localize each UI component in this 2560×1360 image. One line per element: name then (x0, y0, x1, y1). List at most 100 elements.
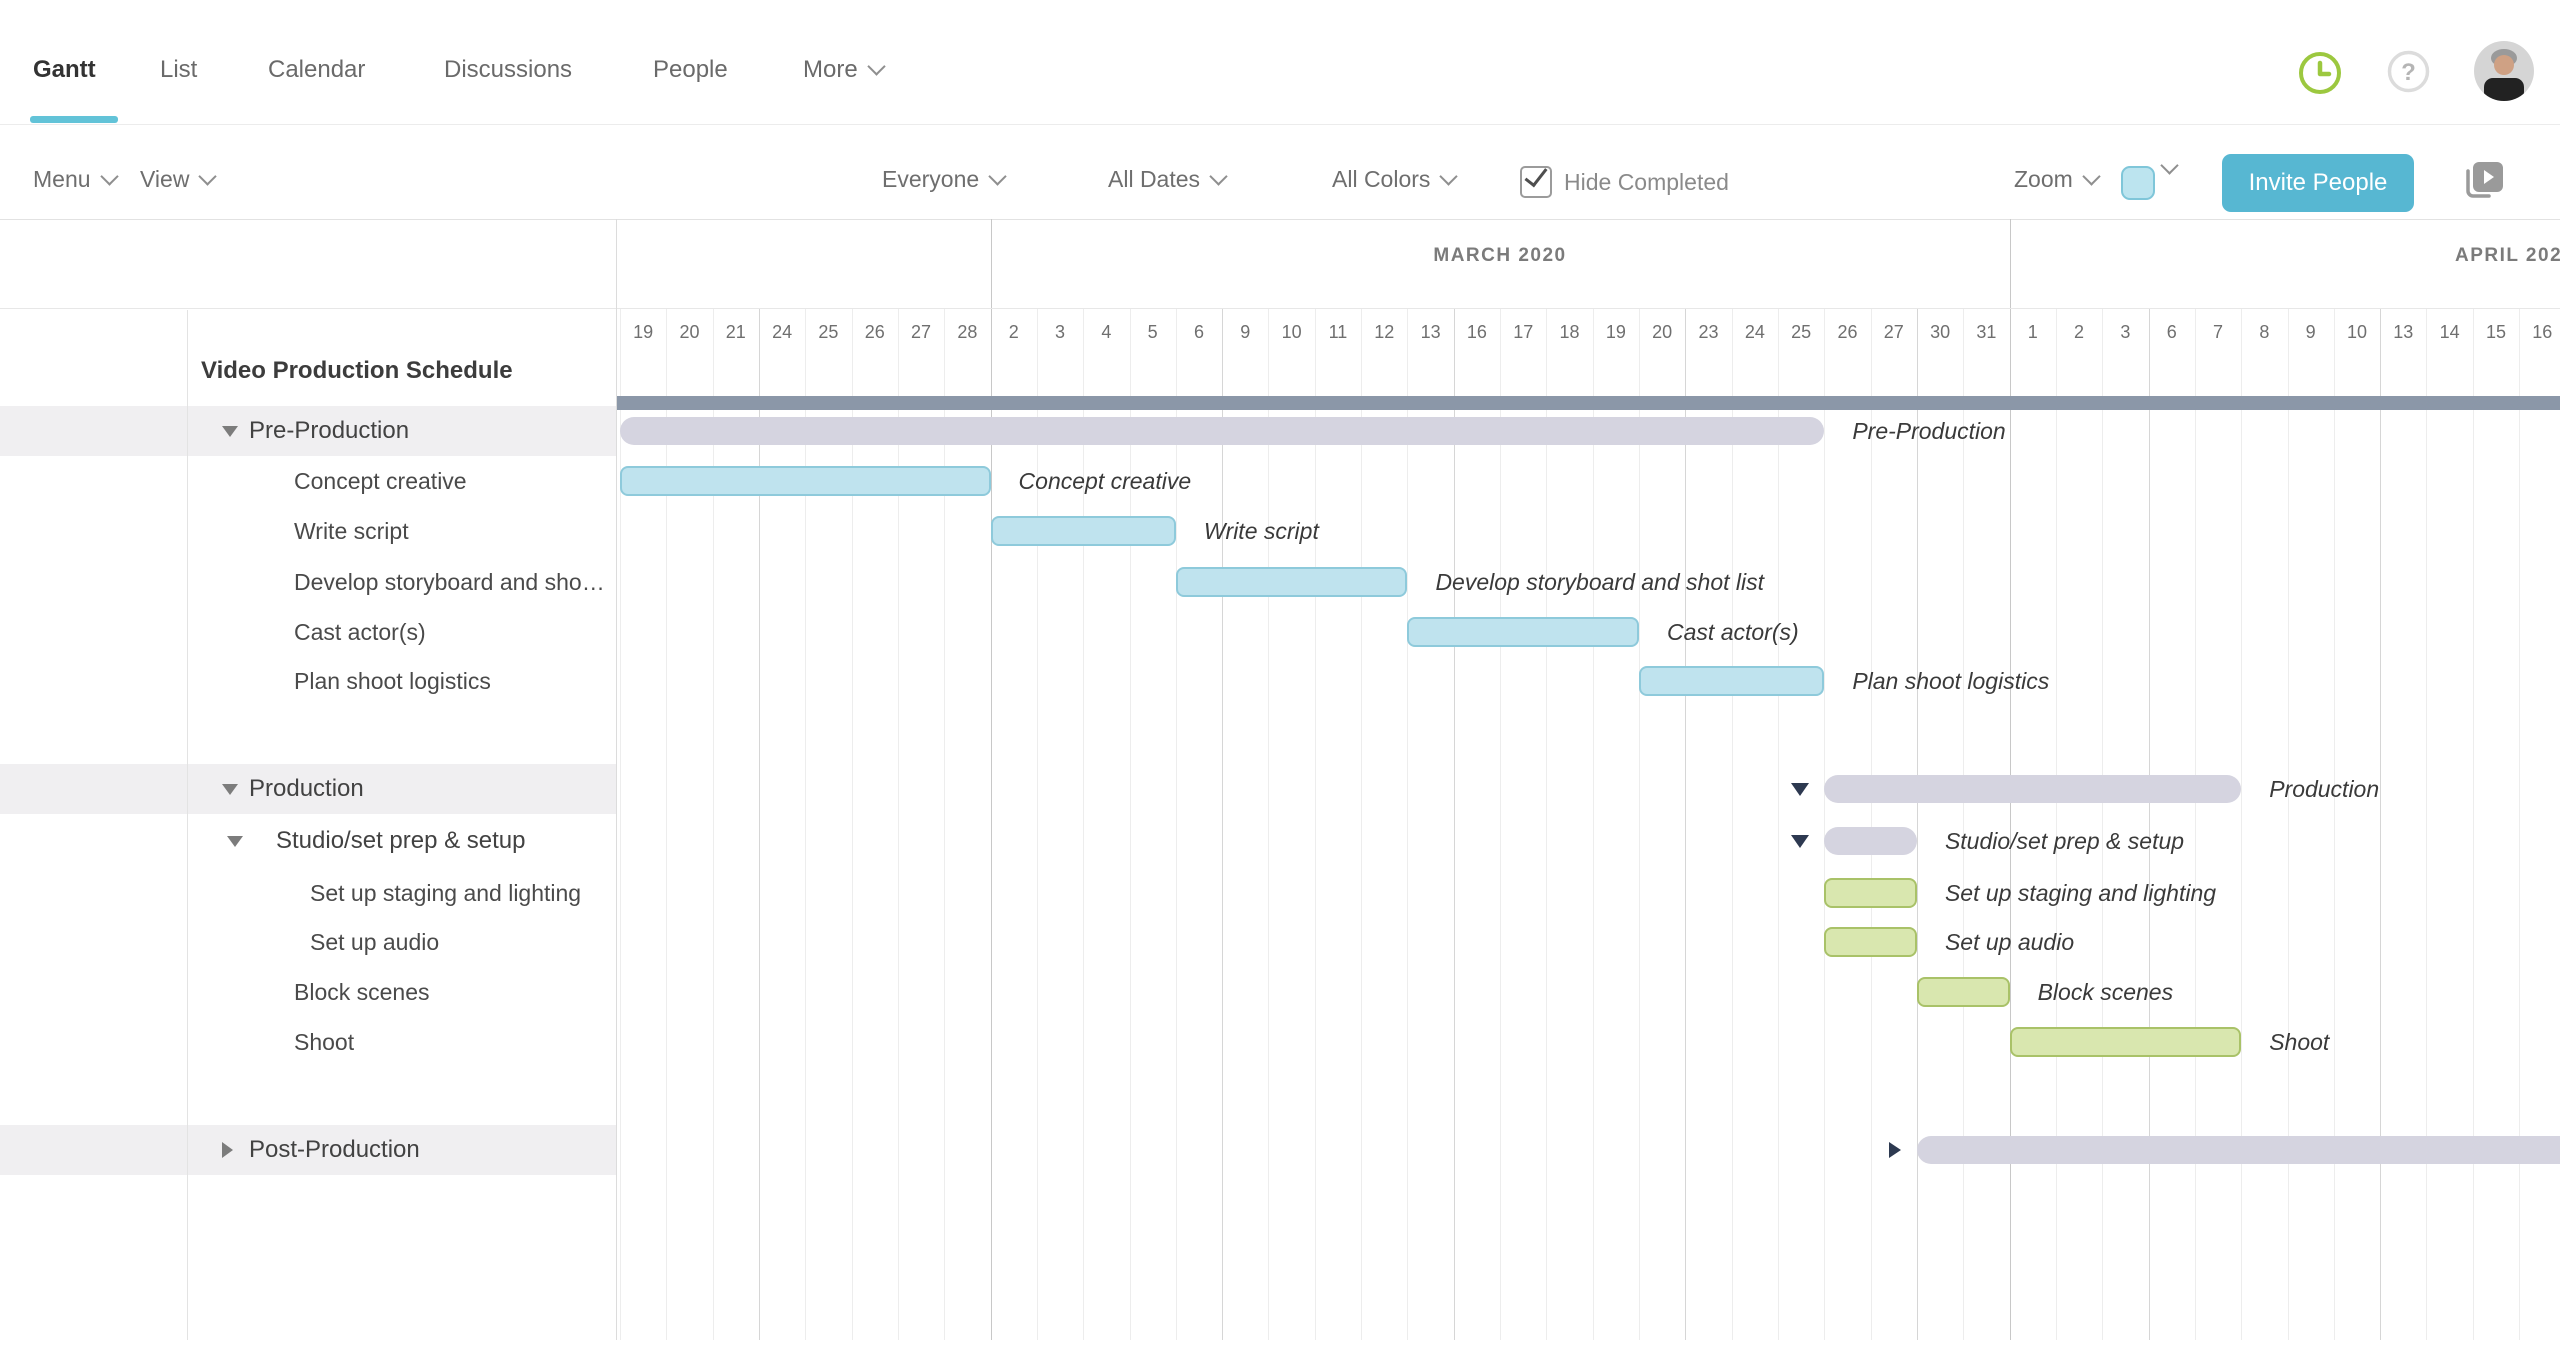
gantt-bar[interactable] (1824, 927, 1917, 957)
gridline (805, 308, 806, 1340)
gantt-bar[interactable] (1824, 827, 1917, 855)
tab-list[interactable]: List (160, 56, 198, 83)
gantt-bar-label: Shoot (2269, 1029, 2330, 1055)
date-cell: 23 (1698, 322, 1719, 342)
task-label[interactable]: Set up audio (310, 929, 440, 955)
collapse-toggle[interactable] (222, 426, 238, 437)
task-label[interactable]: Develop storyboard and shot list (294, 569, 610, 595)
colors-filter-dropdown[interactable]: All Colors (1332, 166, 1459, 193)
collapse-toggle[interactable] (1888, 1142, 1901, 1158)
help-icon[interactable]: ? (2386, 49, 2431, 94)
gridline (898, 308, 899, 1340)
date-cell: 2 (2074, 322, 2085, 342)
gantt-bar[interactable] (1175, 567, 1408, 597)
invite-people-button[interactable]: Invite People (2222, 154, 2414, 212)
gantt-bar[interactable] (620, 466, 991, 496)
gridline (1130, 308, 1131, 1340)
gridline (1963, 308, 1964, 1340)
video-demo-icon[interactable] (2461, 158, 2507, 209)
task-label[interactable]: Plan shoot logistics (294, 668, 491, 694)
gantt-bar[interactable] (1916, 1136, 2560, 1164)
date-cell: 19 (633, 322, 654, 342)
collapse-toggle[interactable] (1791, 835, 1810, 848)
gridline (1917, 308, 1918, 1340)
gutter-line (187, 310, 188, 1340)
task-label[interactable]: Shoot (294, 1029, 355, 1055)
gridline (2056, 308, 2057, 1340)
gridline (1732, 308, 1733, 1340)
gantt-bar[interactable] (1916, 977, 2010, 1007)
hide-completed-checkbox[interactable] (1520, 162, 1552, 198)
gridline (1593, 308, 1594, 1340)
date-cell: 26 (1837, 322, 1858, 342)
people-filter-label: Everyone (882, 166, 980, 192)
active-tab-underline (30, 116, 118, 123)
gridline (1268, 308, 1269, 1340)
user-avatar[interactable] (2474, 41, 2534, 101)
svg-text:?: ? (2401, 59, 2416, 86)
swatch-dropdown[interactable] (2160, 156, 2179, 175)
date-cell: 21 (725, 322, 746, 342)
gantt-bar[interactable] (1407, 617, 1640, 647)
collapse-toggle[interactable] (1791, 783, 1810, 796)
gridline (2149, 308, 2150, 1340)
task-label[interactable]: Write script (294, 518, 409, 544)
menu-dropdown[interactable]: Menu (33, 166, 119, 193)
task-label[interactable]: Pre-Production (249, 417, 410, 444)
chevron-down-icon (2160, 156, 2179, 175)
task-label[interactable]: Concept creative (294, 468, 467, 494)
project-summary-bar[interactable] (617, 396, 2560, 410)
people-filter-dropdown[interactable]: Everyone (882, 166, 1007, 193)
task-label[interactable]: Production (249, 775, 364, 802)
gantt-bar[interactable] (1824, 878, 1917, 908)
gridline (1407, 308, 1408, 1340)
task-label[interactable]: Cast actor(s) (294, 619, 426, 645)
gantt-bar[interactable] (1639, 666, 1825, 696)
collapse-toggle[interactable] (222, 784, 238, 795)
date-cell: 11 (1328, 322, 1348, 342)
gantt-bar-label: Set up audio (1944, 929, 2075, 955)
date-cell: 10 (1281, 322, 1302, 342)
tab-more[interactable]: More (803, 56, 886, 84)
date-cell: 16 (2532, 322, 2553, 342)
tab-calendar[interactable]: Calendar (268, 56, 366, 83)
gantt-bar[interactable] (1824, 775, 2242, 803)
gridline (2334, 308, 2335, 1340)
date-cell: 16 (1466, 322, 1487, 342)
gantt-bar[interactable] (620, 417, 1825, 445)
gridline (1824, 308, 1825, 1340)
gantt-bar-label: Production (2269, 776, 2380, 802)
gantt-bar[interactable] (2009, 1027, 2242, 1057)
tab-discussions[interactable]: Discussions (444, 56, 573, 83)
date-cell: 8 (2259, 322, 2270, 342)
collapse-toggle[interactable] (227, 836, 243, 847)
project-title[interactable]: Video Production Schedule (201, 357, 513, 384)
hide-completed-toggle[interactable]: Hide Completed (1520, 162, 1729, 198)
tab-more-label: More (803, 56, 858, 83)
task-label[interactable]: Studio/set prep & setup (276, 827, 526, 854)
task-label[interactable]: Block scenes (294, 979, 430, 1005)
gridline (759, 308, 760, 1340)
gridline (2241, 308, 2242, 1340)
task-label[interactable]: Set up staging and lighting (310, 880, 582, 906)
color-swatch[interactable] (2121, 166, 2155, 200)
task-label[interactable]: Post-Production (249, 1136, 420, 1163)
tab-gantt[interactable]: Gantt (33, 56, 96, 83)
tab-people[interactable]: People (653, 56, 728, 83)
date-cell: 3 (2120, 322, 2131, 342)
view-dropdown[interactable]: View (140, 166, 218, 193)
zoom-dropdown[interactable]: Zoom (2014, 166, 2101, 193)
gantt-bar[interactable] (990, 516, 1176, 546)
clock-icon[interactable] (2297, 50, 2343, 96)
gridline (620, 308, 621, 1340)
date-cell: 26 (864, 322, 885, 342)
zoom-label: Zoom (2014, 166, 2073, 192)
gridline (1454, 308, 1455, 1340)
dates-filter-dropdown[interactable]: All Dates (1108, 166, 1228, 193)
checkmark-icon (1524, 162, 1548, 188)
collapse-toggle[interactable] (222, 1142, 233, 1158)
date-row-divider (0, 308, 2560, 309)
chevron-down-icon (1209, 166, 1228, 186)
group-row-band (0, 406, 616, 456)
gridline (1083, 308, 1084, 1340)
